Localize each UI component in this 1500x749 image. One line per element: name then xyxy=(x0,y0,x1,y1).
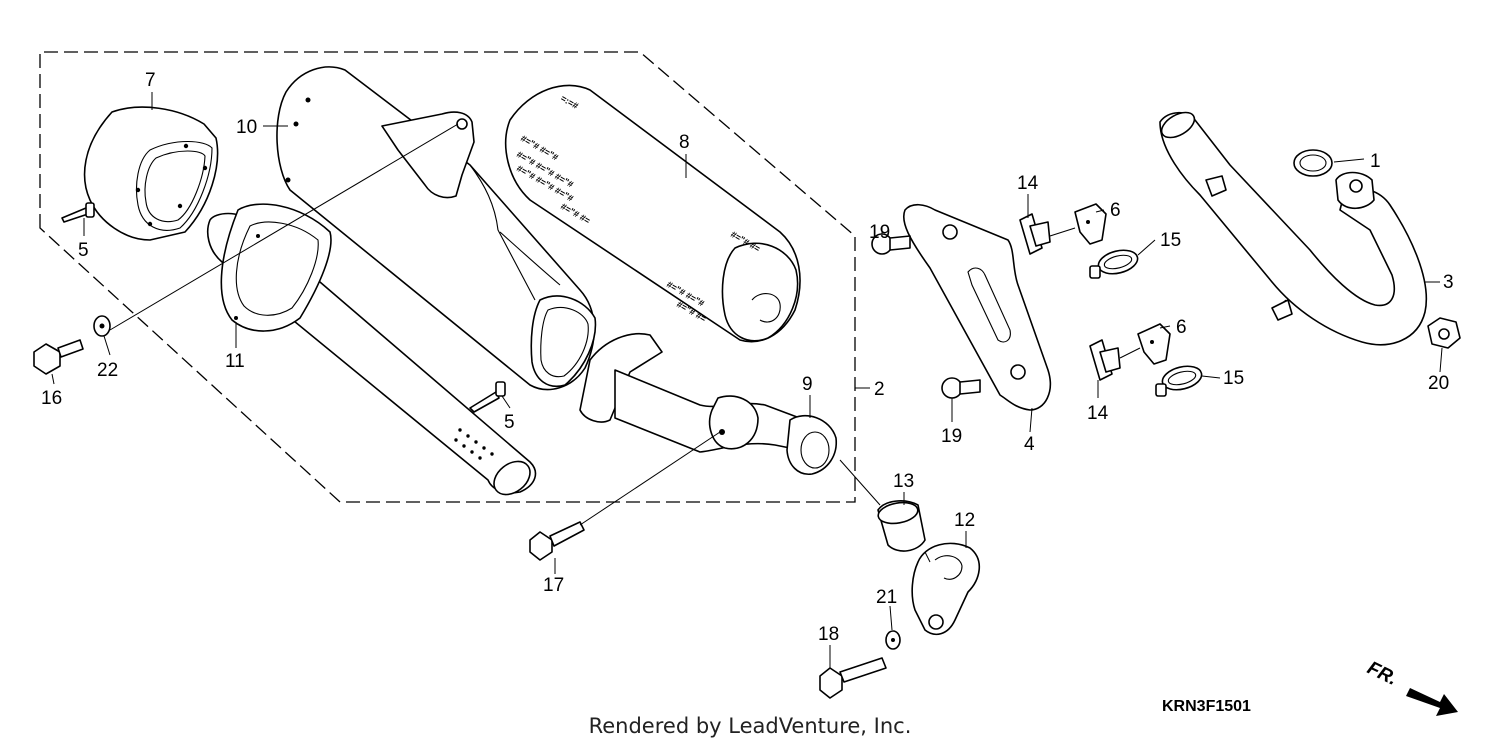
callout-16: 16 xyxy=(41,388,62,409)
part-9-joint-pipe[interactable] xyxy=(579,333,837,475)
part-11-inner-pipe[interactable] xyxy=(206,203,537,501)
leader-lines xyxy=(51,92,1443,668)
part-13-gasket[interactable] xyxy=(877,500,926,552)
part-19-bolt-lower[interactable] xyxy=(941,377,981,399)
callout-17: 17 xyxy=(543,575,564,596)
part-22-washer[interactable] xyxy=(93,315,111,337)
part-7-end-cap[interactable] xyxy=(83,106,219,241)
part-6-clip-upper[interactable] xyxy=(1074,203,1107,245)
part-5-rivet-upper[interactable] xyxy=(61,202,95,223)
callout-12: 12 xyxy=(954,510,975,531)
direction-label: FR. xyxy=(1364,658,1401,690)
footer-credit: Rendered by LeadVenture, Inc. xyxy=(588,714,912,738)
part-21-washer[interactable] xyxy=(885,630,901,650)
callout-15-upper: 15 xyxy=(1160,230,1181,251)
callout-8: 8 xyxy=(679,132,690,153)
front-arrow-icon xyxy=(1406,688,1458,716)
callout-13: 13 xyxy=(893,471,914,492)
callout-5-upper: 5 xyxy=(78,240,89,261)
part-4-heat-shield[interactable] xyxy=(903,203,1052,411)
callout-15-lower: 15 xyxy=(1223,368,1244,389)
callout-numbers: 1 2 3 4 5 5 6 6 7 8 9 10 11 12 13 14 14 … xyxy=(41,70,1454,645)
front-direction-indicator: FR. xyxy=(1364,658,1458,716)
part-15-band-upper[interactable] xyxy=(1089,246,1140,279)
callout-3: 3 xyxy=(1443,272,1454,293)
part-12-clamp[interactable] xyxy=(911,542,980,636)
callout-1: 1 xyxy=(1370,151,1381,172)
callout-4: 4 xyxy=(1024,434,1035,455)
callout-2: 2 xyxy=(874,379,885,400)
part-14-bracket-upper[interactable] xyxy=(1019,213,1051,255)
callout-6-upper: 6 xyxy=(1110,200,1121,221)
part-20-nut[interactable] xyxy=(1427,317,1461,349)
part-19-bolt-upper[interactable] xyxy=(871,233,911,255)
part-15-band-lower[interactable] xyxy=(1155,362,1204,397)
part-5-rivet-lower[interactable] xyxy=(469,381,506,413)
diagram-code: KRN3F1501 xyxy=(1162,698,1251,715)
callout-14-upper: 14 xyxy=(1017,173,1039,194)
callout-11: 11 xyxy=(225,351,245,372)
part-6-clip-lower[interactable] xyxy=(1137,323,1171,365)
callout-14-lower: 14 xyxy=(1087,403,1109,424)
callout-18: 18 xyxy=(818,624,839,645)
callout-22: 22 xyxy=(97,360,118,381)
part-1-gasket[interactable] xyxy=(1293,149,1333,177)
part-18-bolt[interactable] xyxy=(819,657,887,699)
part-10-muffler-body[interactable] xyxy=(276,66,597,391)
callout-20: 20 xyxy=(1428,373,1449,394)
part-17-bolt[interactable] xyxy=(529,521,585,561)
part-14-bracket-lower[interactable] xyxy=(1089,339,1121,381)
part-16-bolt[interactable] xyxy=(33,339,84,375)
part-3-exhaust-pipe[interactable] xyxy=(1157,107,1428,346)
callout-7: 7 xyxy=(145,70,156,91)
callout-6-lower: 6 xyxy=(1176,317,1187,338)
callout-9: 9 xyxy=(802,374,813,395)
callout-19-lower: 19 xyxy=(941,426,962,447)
callout-5-lower: 5 xyxy=(504,412,515,433)
callout-21: 21 xyxy=(876,587,897,608)
callout-19-upper: 19 xyxy=(869,222,890,243)
callout-10: 10 xyxy=(236,117,257,138)
